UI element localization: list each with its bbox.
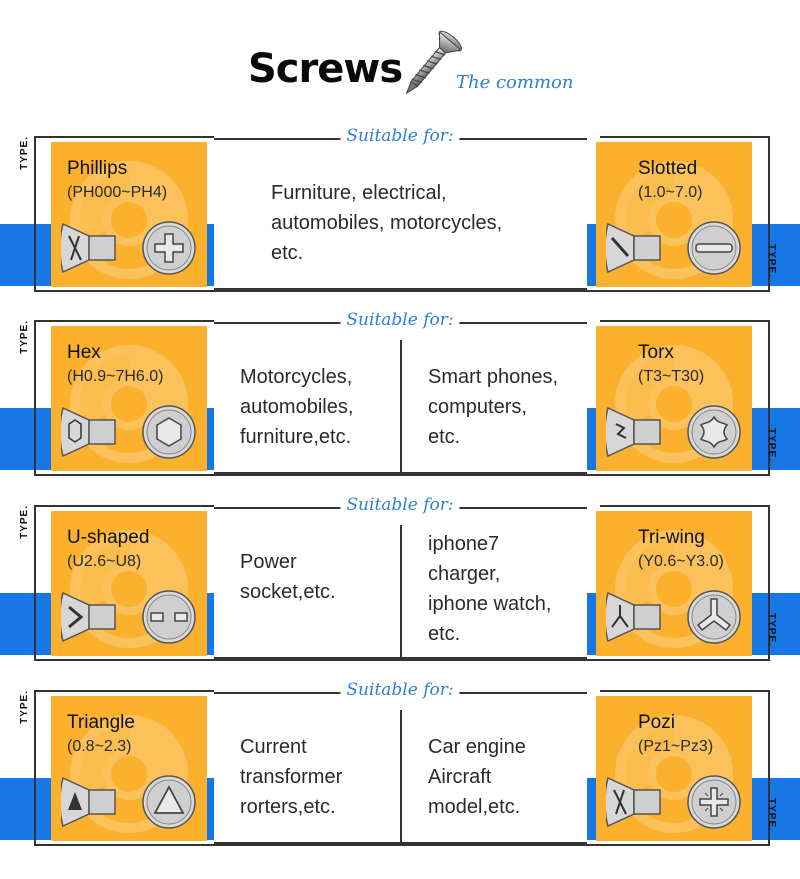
section-frame bbox=[34, 136, 770, 292]
screw-card-triangle: Triangle (0.8~2.3) bbox=[51, 696, 207, 841]
screw-card-pozi: Pozi (Pz1~Pz3) bbox=[596, 696, 752, 841]
screw-type-name: Triangle bbox=[67, 712, 135, 733]
screw-section: Triangle (0.8~2.3) Pozi (Pz1~Pz3) bbox=[0, 676, 800, 846]
screw-card-slotted: Slotted (1.0~7.0) bbox=[596, 142, 752, 287]
u-shaped-screw-icon bbox=[61, 590, 196, 644]
section-frame bbox=[34, 320, 770, 476]
screw-size-range: (0.8~2.3) bbox=[67, 738, 132, 755]
screw-card-phillips: Phillips (PH000~PH4) bbox=[51, 142, 207, 287]
watermark-logo-icon bbox=[70, 345, 188, 463]
section-frame bbox=[34, 505, 770, 661]
section-frame bbox=[34, 690, 770, 846]
type-tag: TYPE. bbox=[766, 613, 777, 647]
screw-card-torx: Torx (T3~T30) bbox=[596, 326, 752, 471]
usage-divider bbox=[400, 340, 402, 472]
screw-section: U-shaped (U2.6~U8) Tri-wing (Y0.6~Y3.0) bbox=[0, 491, 800, 661]
hex-screw-icon bbox=[61, 405, 196, 459]
screw-card-tri-wing: Tri-wing (Y0.6~Y3.0) bbox=[596, 511, 752, 656]
type-tag: TYPE. bbox=[19, 505, 30, 539]
type-tag: TYPE. bbox=[19, 320, 30, 354]
screw-type-name: Pozi bbox=[638, 712, 675, 733]
page-subtitle: The common bbox=[456, 72, 574, 93]
usage-text: Motorcycles, automobiles, furniture,etc. bbox=[240, 366, 354, 448]
slotted-screw-icon bbox=[606, 221, 741, 275]
screw-type-name: Tri-wing bbox=[638, 527, 705, 548]
usage-box: Suitable for: Current transformer rorter… bbox=[214, 680, 587, 844]
usage-box: Suitable for: Motorcycles, automobiles, … bbox=[214, 310, 587, 474]
screw-type-name: U-shaped bbox=[67, 527, 150, 548]
usage-box: Suitable for: Furniture, electrical, aut… bbox=[214, 126, 587, 290]
type-tag: TYPE. bbox=[766, 798, 777, 832]
screw-size-range: (1.0~7.0) bbox=[638, 184, 703, 201]
usage-text: Current transformer rorters,etc. bbox=[240, 736, 343, 818]
screw-size-range: (H0.9~7H6.0) bbox=[67, 368, 164, 385]
usage-divider bbox=[400, 710, 402, 842]
page-title: Screws bbox=[248, 46, 403, 92]
usage-text: Smart phones, computers, etc. bbox=[428, 366, 559, 448]
suitable-for-label: Suitable for: bbox=[340, 126, 460, 146]
triangle-screw-icon bbox=[61, 775, 196, 829]
usage-divider bbox=[400, 525, 402, 657]
usage-text: Furniture, electrical, automobiles, moto… bbox=[271, 182, 503, 264]
screw-type-name: Phillips bbox=[67, 158, 128, 179]
screw-card-u-shaped: U-shaped (U2.6~U8) bbox=[51, 511, 207, 656]
screw-size-range: (Pz1~Pz3) bbox=[638, 738, 714, 755]
screw-size-range: (T3~T30) bbox=[638, 368, 705, 385]
type-tag: TYPE. bbox=[766, 244, 777, 278]
tri-wing-screw-icon bbox=[606, 590, 741, 644]
type-tag: TYPE. bbox=[766, 428, 777, 462]
suitable-for-label: Suitable for: bbox=[340, 680, 460, 700]
type-tag: TYPE. bbox=[19, 136, 30, 170]
usage-box: Suitable for: Power socket,etc. iphone7 … bbox=[214, 495, 587, 659]
usage-text: iphone7 charger, iphone watch, etc. bbox=[428, 533, 552, 645]
usage-text: Power socket,etc. bbox=[240, 551, 336, 603]
screw-size-range: (PH000~PH4) bbox=[67, 184, 168, 201]
suitable-for-label: Suitable for: bbox=[340, 495, 460, 515]
screw-size-range: (Y0.6~Y3.0) bbox=[638, 553, 724, 570]
suitable-for-label: Suitable for: bbox=[340, 310, 460, 330]
screw-type-name: Hex bbox=[67, 342, 101, 363]
screw-card-hex: Hex (H0.9~7H6.0) bbox=[51, 326, 207, 471]
screw-section: Phillips (PH000~PH4) Slotted (1.0~7.0) bbox=[0, 122, 800, 292]
page-header: Screws The common bbox=[0, 0, 800, 120]
screw-size-range: (U2.6~U8) bbox=[67, 553, 142, 570]
usage-text: Car engine Aircraft model,etc. bbox=[428, 736, 526, 818]
screw-section: Hex (H0.9~7H6.0) Torx (T3~T30) bbox=[0, 306, 800, 476]
torx-screw-icon bbox=[606, 405, 741, 459]
pozi-screw-icon bbox=[606, 775, 741, 829]
screw-type-name: Slotted bbox=[638, 158, 698, 179]
type-tag: TYPE. bbox=[19, 690, 30, 724]
screw-illustration-icon bbox=[405, 30, 463, 95]
screw-type-name: Torx bbox=[638, 342, 674, 363]
phillips-screw-icon bbox=[61, 221, 196, 275]
